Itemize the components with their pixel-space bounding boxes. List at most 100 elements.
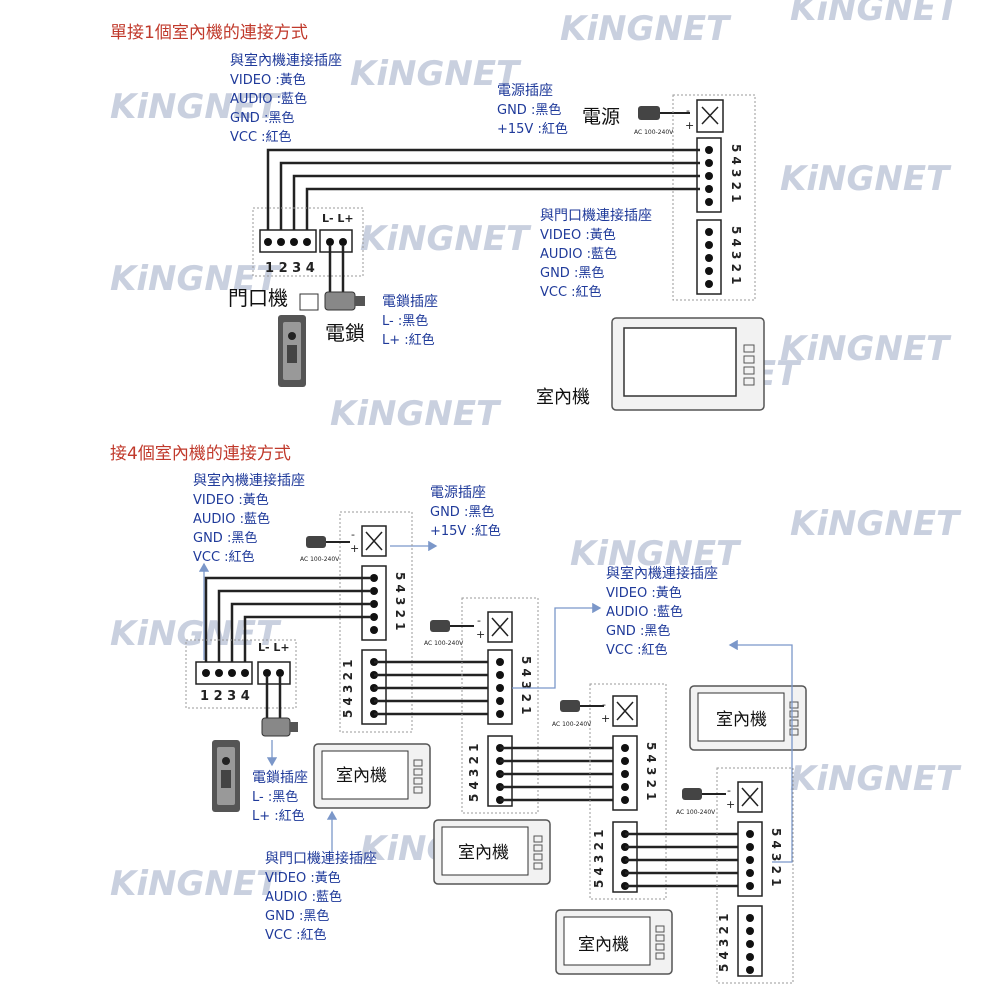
svg-text:+: + xyxy=(350,542,359,555)
indoor-connector-5pin: 5 4 3 2 1 xyxy=(696,219,743,295)
legend-line: GND :黑色 xyxy=(497,102,561,118)
legend-line: GND :黑色 xyxy=(606,623,670,639)
legend-title: 電鎖插座 xyxy=(252,770,308,786)
legend-line: AUDIO :藍色 xyxy=(265,889,342,905)
indoor-monitor-3 xyxy=(689,685,807,751)
watermark: KiNGNET xyxy=(780,329,952,369)
watermark: KiNGNET xyxy=(330,394,502,434)
indoor-unit-label: 室內機 xyxy=(716,710,767,730)
legend-line: VIDEO :黃色 xyxy=(230,72,306,88)
legend-title: 電源插座 xyxy=(430,485,486,501)
legend-title: 與室內機連接插座 xyxy=(193,472,305,489)
watermark: KiNGNET xyxy=(110,87,282,127)
door-terminal-block-2: 1 2 3 4 xyxy=(195,661,253,704)
legend-title: 電鎖插座 xyxy=(382,294,438,310)
watermark: KiNGNET xyxy=(110,259,282,299)
watermark: KiNGNET xyxy=(780,159,952,199)
legend-line: +15V :紅色 xyxy=(430,523,501,539)
wire xyxy=(204,576,370,662)
pin-numbers: 5 4 3 2 1 xyxy=(467,744,481,802)
pin-numbers: 5 4 3 2 1 xyxy=(341,660,355,718)
bottom-indoor-socket-legend: 與室內機連接插座 VIDEO :黃色 AUDIO :藍色 GND :黑色 VCC… xyxy=(193,472,305,565)
legend-line: VCC :紅色 xyxy=(606,642,668,658)
lock-terminal-block: L- L+ xyxy=(319,212,354,253)
legend-line: L+ :紅色 xyxy=(382,332,435,348)
wire xyxy=(305,187,700,240)
legend-line: AUDIO :藍色 xyxy=(606,604,683,620)
top-door-socket-legend: 與門口機連接插座 VIDEO :黃色 AUDIO :藍色 GND :黑色 VCC… xyxy=(540,207,652,300)
legend-line: AUDIO :藍色 xyxy=(540,246,617,262)
pin-numbers: 5 4 3 2 1 xyxy=(592,830,606,888)
connector-4a: 5 4 3 2 1 xyxy=(737,821,783,897)
indoor-unit-label: 室內機 xyxy=(336,766,387,786)
connector-2a: 5 4 3 2 1 xyxy=(487,649,533,725)
watermark: KiNGNET xyxy=(110,864,282,904)
legend-line: GND :黑色 xyxy=(230,110,294,126)
door-unit-label: 門口機 xyxy=(228,286,288,310)
electric-lock-icon-2 xyxy=(261,717,298,737)
watermark: KiNGNET xyxy=(790,759,962,799)
indoor-unit-terminal-panel xyxy=(672,94,756,301)
svg-text:-: - xyxy=(477,614,481,627)
legend-title: 與門口機連接插座 xyxy=(265,850,377,867)
legend-line: +15V :紅色 xyxy=(497,121,568,137)
pin-numbers: 5 4 3 2 1 xyxy=(644,742,658,800)
door-station-icon xyxy=(278,315,306,387)
arrow xyxy=(512,602,602,689)
door-terminal-block: 1 2 3 4 xyxy=(259,229,317,276)
indoor-monitor-4 xyxy=(555,909,673,975)
adapter-label: AC 100-240V xyxy=(676,809,716,816)
legend-line: VIDEO :黃色 xyxy=(606,585,682,601)
legend-line: VCC :紅色 xyxy=(193,549,255,565)
legend-line: VIDEO :黃色 xyxy=(265,870,341,886)
legend-line: L- :黑色 xyxy=(252,789,298,805)
watermark: KiNGNET xyxy=(790,0,962,29)
legend-line: AUDIO :藍色 xyxy=(230,91,307,107)
bottom-indoor-socket2-legend: 與室內機連接插座 VIDEO :黃色 AUDIO :藍色 GND :黑色 VCC… xyxy=(606,565,718,658)
indoor-monitor xyxy=(611,317,765,411)
door-station-panel-2 xyxy=(185,639,297,709)
svg-text:-: - xyxy=(727,784,731,797)
wire xyxy=(230,602,370,662)
indoor-unit-label: 室內機 xyxy=(578,935,629,955)
top-indoor-socket-legend: 與室內機連接插座 VIDEO :黃色 AUDIO :藍色 GND :黑色 VCC… xyxy=(230,52,342,145)
legend-line: VCC :紅色 xyxy=(540,284,602,300)
power-terminal: - + xyxy=(685,99,724,133)
adapter-label: AC 100-240V xyxy=(424,640,464,647)
svg-text:+: + xyxy=(476,628,485,641)
indoor-unit-3-panel xyxy=(589,683,667,900)
power-terminal-1: - + xyxy=(350,525,387,557)
legend-line: GND :黑色 xyxy=(540,265,604,281)
legend-title: 與門口機連接插座 xyxy=(540,207,652,224)
adapter-4: AC 100-240V xyxy=(676,788,726,816)
pin-numbers: 5 4 3 2 1 xyxy=(393,572,407,630)
top-power-socket-legend: 電源插座 GND :黑色 +15V :紅色 xyxy=(497,83,568,137)
adapter-3: AC 100-240V xyxy=(552,700,604,728)
watermark: KiNGNET xyxy=(360,219,532,259)
arrow xyxy=(728,639,793,863)
wire xyxy=(243,615,370,662)
adapter-1: AC 100-240V xyxy=(300,536,350,563)
legend-title: 與室內機連接插座 xyxy=(606,565,718,582)
legend-line: VCC :紅色 xyxy=(230,129,292,145)
pin-numbers: 5 4 3 2 1 xyxy=(729,226,743,284)
terminal-numbers: 1 2 3 4 xyxy=(265,261,315,276)
top-lock-socket-legend: 電鎖插座 L- :黑色 L+ :紅色 xyxy=(382,294,438,348)
adapter-label: AC 100-240V xyxy=(552,721,592,728)
watermark: KiNGNET xyxy=(570,534,742,574)
terminal-numbers: 1 2 3 4 xyxy=(200,689,250,704)
indoor-monitor-2 xyxy=(433,819,551,885)
svg-text:+: + xyxy=(726,798,735,811)
legend-title: 與室內機連接插座 xyxy=(230,52,342,69)
svg-text:-: - xyxy=(602,698,606,711)
watermark: KiNGNET xyxy=(790,504,962,544)
indoor-unit-1-panel xyxy=(339,511,413,733)
power-terminal-2: - + xyxy=(476,611,513,643)
svg-text:+: + xyxy=(601,712,610,725)
indoor-unit-label: 室內機 xyxy=(458,843,509,863)
adapter-2: AC 100-240V xyxy=(424,620,474,647)
connector-3a: 5 4 3 2 1 xyxy=(612,735,658,811)
connector-2b: 5 4 3 2 1 xyxy=(467,735,513,807)
legend-line: VCC :紅色 xyxy=(265,927,327,943)
lock-terminal-label: L- L+ xyxy=(258,641,290,654)
